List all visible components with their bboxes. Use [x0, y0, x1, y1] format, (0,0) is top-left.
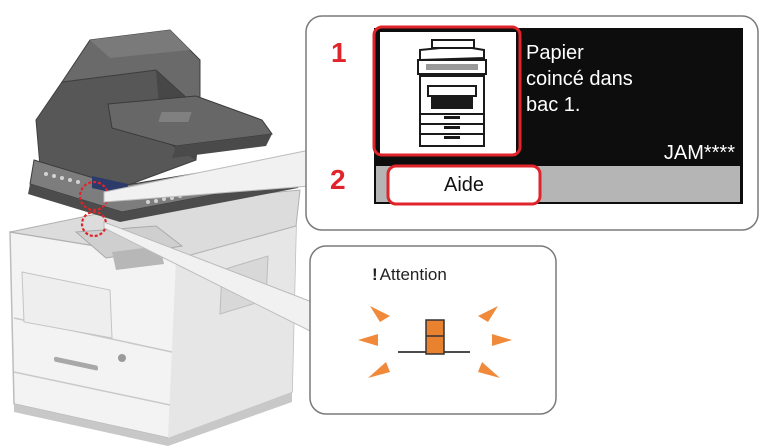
attention-text: Attention: [380, 265, 447, 284]
jam-message-line-2: coincé dans: [526, 66, 736, 92]
callout-number-2: 2: [330, 166, 346, 194]
jam-message-line-3: bac 1.: [526, 92, 736, 118]
callout-number-1: 1: [331, 39, 347, 67]
jam-code: JAM****: [664, 141, 735, 165]
jam-message: Papier coincé dans bac 1.: [526, 40, 736, 118]
help-button[interactable]: Aide: [390, 169, 538, 201]
attention-mark: !: [372, 265, 378, 284]
attention-label: !Attention: [372, 264, 447, 286]
copier-icon: [418, 40, 486, 146]
printer-illustration: [10, 30, 302, 446]
jam-message-line-1: Papier: [526, 40, 736, 66]
